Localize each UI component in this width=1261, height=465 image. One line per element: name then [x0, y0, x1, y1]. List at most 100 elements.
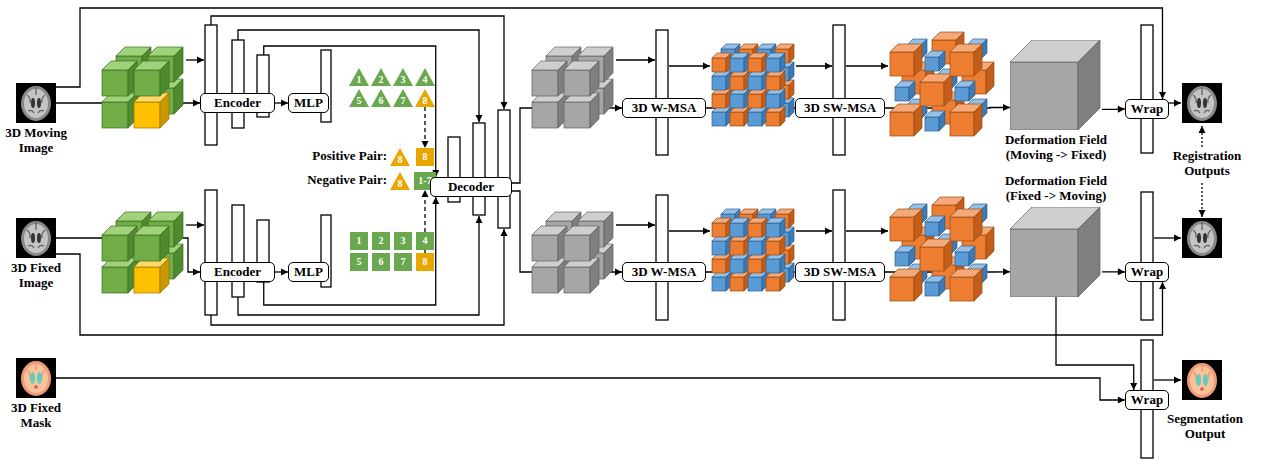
arrow-head [1199, 126, 1206, 133]
cube [748, 254, 767, 273]
cube [748, 272, 767, 291]
process-box: Wrap [1125, 99, 1169, 119]
ventricle [37, 98, 41, 108]
embedding-triangle: 6 [371, 89, 391, 107]
cube-face [604, 79, 613, 114]
cube-face [766, 76, 780, 90]
free-label: Segmentation Output [1159, 412, 1251, 442]
cube-face [969, 246, 975, 266]
cube [925, 216, 945, 236]
arrow-head [648, 222, 655, 229]
cube-face [944, 74, 952, 106]
embedding-square: 8 [416, 148, 434, 166]
cube-face [766, 241, 780, 255]
cube-face [780, 218, 785, 237]
node-picture [1010, 40, 1102, 130]
cube-face [604, 212, 613, 247]
cube [730, 89, 749, 108]
static-arrow [616, 222, 655, 229]
feature-bar [1141, 192, 1153, 320]
cube-face [712, 259, 726, 273]
ventricle [37, 233, 41, 243]
cube-face [102, 235, 128, 261]
mask-region [1200, 387, 1204, 391]
embedding-square: 3 [394, 232, 412, 250]
shape-number: 3 [401, 236, 406, 246]
static-arrow [616, 57, 655, 64]
node-caption: 3D Moving Image [2, 126, 70, 156]
brain-folds [27, 87, 45, 113]
cube-face [914, 44, 922, 76]
cube-face [532, 70, 558, 96]
cube-face [939, 51, 945, 71]
cube-face [950, 217, 974, 241]
cube-face [780, 53, 785, 72]
brain-outline [21, 86, 51, 121]
cube [102, 61, 137, 96]
free-label: Positive Pair: [290, 149, 387, 164]
input-image: 3D Fixed Image [16, 218, 56, 258]
cube-face [914, 209, 922, 241]
process-box: 3D SW-MSA [795, 262, 885, 282]
label-text: Positive Pair: [312, 148, 387, 163]
cube-face [748, 76, 762, 90]
process-box: MLP [288, 262, 329, 282]
process-box: Decoder [430, 177, 512, 197]
cube-face [604, 47, 613, 82]
mask-ventricle [1203, 374, 1208, 386]
cube-face [174, 244, 183, 279]
image-ground [1182, 83, 1222, 123]
triangle-shape [415, 89, 435, 107]
cube-face [944, 239, 952, 271]
mask-region [34, 385, 38, 389]
cube-face [748, 277, 762, 291]
process-box: Encoder [200, 262, 275, 282]
cube-face [730, 241, 744, 255]
shape-number: 2 [379, 75, 384, 85]
ventricle [1203, 233, 1207, 243]
cube-face [730, 277, 744, 291]
embedding-triangle: 3 [393, 68, 413, 86]
arrow-head [501, 229, 508, 236]
mask-cortex [1187, 363, 1217, 398]
arrow-head [1159, 282, 1166, 289]
node-caption: Deformation Field (Moving -> Fixed) [991, 133, 1121, 163]
feature-bar [205, 190, 217, 315]
cube-face [1078, 207, 1100, 297]
connector [275, 100, 288, 107]
square-shape [416, 232, 434, 250]
embedding-square: 7 [394, 253, 412, 271]
cube [766, 53, 785, 72]
cube-face [160, 258, 169, 293]
cube-face [939, 216, 945, 236]
shape-number: 4 [423, 75, 428, 85]
cube-face [102, 70, 128, 96]
mask-folds [27, 362, 45, 378]
static-arrow [1199, 126, 1206, 147]
feature-bar [833, 190, 845, 320]
cube [955, 246, 975, 266]
ventricle [1197, 233, 1201, 243]
cube-face [780, 272, 785, 291]
input-image: 3D Fixed Mask [16, 358, 56, 398]
cube-face [712, 241, 726, 255]
process-box: MLP [288, 93, 329, 113]
arrow-head [281, 269, 288, 276]
arrow-head [422, 141, 429, 148]
box-label: MLP [294, 96, 323, 111]
arrow-head [193, 100, 200, 107]
cube-face [914, 104, 922, 136]
input-image: 3D Moving Image [16, 83, 56, 123]
cube-face [712, 223, 726, 237]
cube-face [950, 52, 974, 76]
embedding-triangle: 2 [371, 68, 391, 86]
brain-image [16, 83, 56, 123]
cube [955, 81, 975, 101]
square-shape [372, 232, 390, 250]
static-arrow [669, 228, 710, 235]
square-shape [394, 232, 412, 250]
cube-face [780, 71, 785, 90]
mask-ventricle [30, 372, 35, 384]
embedding-square: 1 [350, 232, 368, 250]
